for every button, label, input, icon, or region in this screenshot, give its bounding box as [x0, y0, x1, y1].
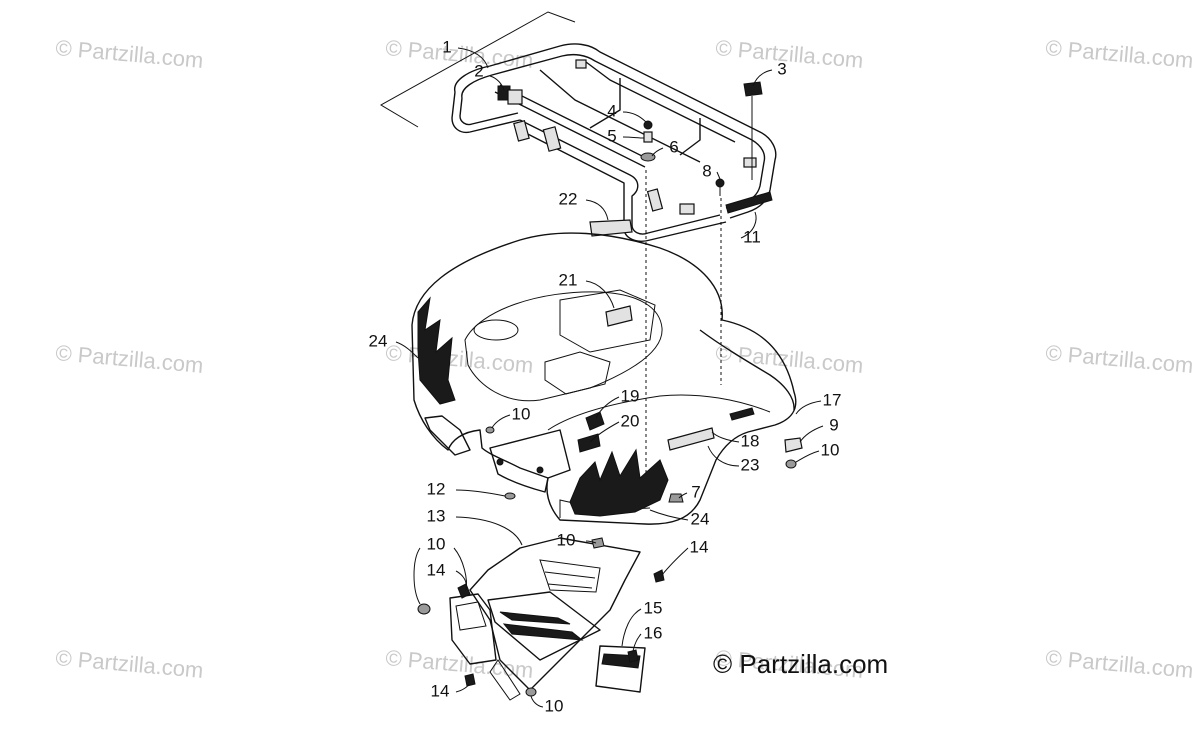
callout-10: 10 — [557, 530, 576, 549]
callout-14: 14 — [690, 537, 709, 556]
push-rivet-10e — [525, 687, 537, 697]
watermark-text: © Partzilla.com — [1045, 35, 1195, 73]
callout-21: 21 — [559, 270, 578, 289]
watermark-text: © Partzilla.com — [385, 340, 535, 378]
callout-22: 22 — [559, 189, 578, 208]
push-rivet-10c — [417, 603, 431, 615]
callout-8: 8 — [702, 161, 711, 180]
watermark-text: © Partzilla.com — [715, 340, 865, 378]
callout-10: 10 — [427, 534, 446, 553]
watermark-layer: © Partzilla.com © Partzilla.com © Partzill… — [55, 35, 1195, 683]
footwell — [449, 537, 641, 701]
footrest-15 — [595, 645, 646, 693]
screw-14b — [653, 569, 665, 583]
callout-7: 7 — [691, 482, 700, 501]
callout-5: 5 — [607, 126, 616, 145]
decal-22 — [589, 219, 633, 237]
push-rivet-10d — [591, 537, 605, 549]
callout-2: 2 — [474, 61, 483, 80]
callout-1: 1 — [442, 37, 451, 56]
screw-14a — [457, 583, 471, 599]
callout-4: 4 — [607, 101, 616, 120]
callout-14: 14 — [427, 560, 446, 579]
watermark-text: © Partzilla.com — [715, 35, 865, 73]
watermark-text: © Partzilla.com — [1045, 340, 1195, 378]
callout-11: 11 — [743, 227, 761, 246]
watermark-text: © Partzilla.com — [385, 35, 535, 73]
callout-6: 6 — [669, 137, 678, 156]
leader-lines — [395, 47, 824, 708]
callout-17: 17 — [823, 390, 842, 409]
copyright-text: © Partzilla.com — [713, 649, 888, 679]
callout-23: 23 — [741, 455, 760, 474]
watermark-text: © Partzilla.com — [1045, 645, 1195, 683]
callout-10: 10 — [512, 404, 531, 423]
callout-10: 10 — [545, 696, 564, 715]
callout-24: 24 — [369, 331, 388, 350]
watermark-text: © Partzilla.com — [55, 645, 205, 683]
screw-16 — [627, 649, 639, 663]
callout-20: 20 — [621, 411, 640, 430]
callout-9: 9 — [829, 415, 838, 434]
callout-19: 19 — [621, 386, 640, 405]
callout-10: 10 — [821, 440, 840, 459]
callout-3: 3 — [777, 59, 786, 78]
callout-15: 15 — [644, 598, 663, 617]
callout-24: 24 — [691, 509, 710, 528]
screw-14c — [464, 673, 476, 687]
callout-18: 18 — [741, 431, 760, 450]
mud-flap-9 — [784, 437, 803, 453]
push-rivet-10a — [485, 426, 495, 434]
callout-13: 13 — [427, 506, 446, 525]
callout-16: 16 — [644, 623, 663, 642]
plug-12 — [504, 492, 516, 500]
push-rivet-10b — [785, 459, 797, 469]
watermark-text: © Partzilla.com — [55, 35, 205, 73]
callout-12: 12 — [427, 479, 446, 498]
screw-7 — [668, 493, 684, 503]
rear-fender — [411, 232, 797, 525]
watermark-text: © Partzilla.com — [55, 340, 205, 378]
callout-14: 14 — [431, 681, 450, 700]
